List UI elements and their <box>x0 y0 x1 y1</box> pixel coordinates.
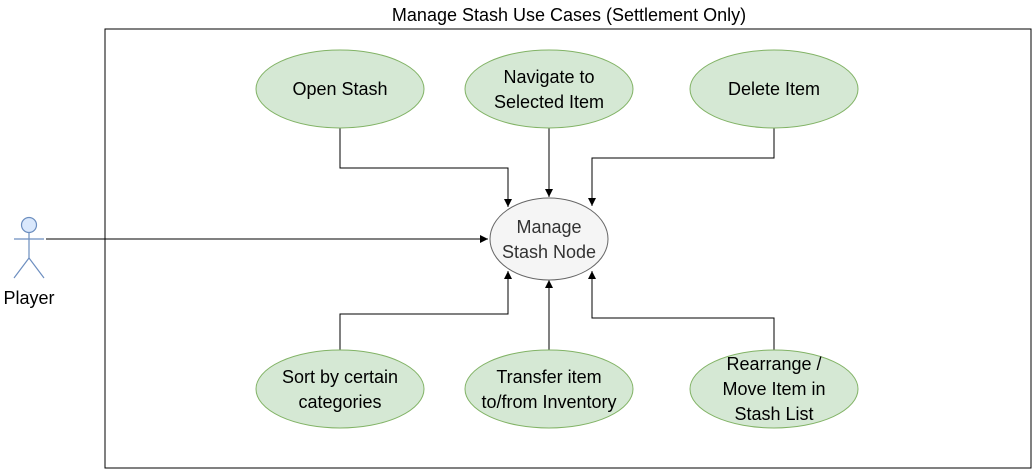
center-line-1: Manage <box>516 217 581 237</box>
use-case-ellipse <box>255 349 425 429</box>
connector-delete-item-to-center <box>588 128 775 206</box>
use-case-sort-by-categories: Sort by certain categories <box>255 349 425 429</box>
use-case-label: Open Stash <box>292 79 387 99</box>
center-ellipse <box>489 197 609 281</box>
use-case-transfer-item: Transfer item to/from Inventory <box>464 349 634 429</box>
use-case-rearrange-move-item: Rearrange / Move Item in Stash List <box>689 349 859 429</box>
diagram-title: Manage Stash Use Cases (Settlement Only) <box>392 5 746 25</box>
use-case-ellipse <box>689 349 859 429</box>
connector-open-stash-to-center <box>339 128 512 207</box>
use-case-label: Transfer item <box>496 367 601 387</box>
use-case-label: categories <box>298 392 381 412</box>
connector-rearrange-to-center <box>588 271 775 350</box>
center-line-2: Stash Node <box>502 242 596 262</box>
use-case-ellipse <box>464 49 634 129</box>
connectors <box>46 128 775 350</box>
use-case-label: Selected Item <box>494 92 604 112</box>
connector-sort-to-center <box>339 271 512 350</box>
use-case-label: Delete Item <box>728 79 820 99</box>
use-case-label: Navigate to <box>503 67 594 87</box>
use-case-label: to/from Inventory <box>481 392 616 412</box>
system-boundary <box>104 28 1032 469</box>
use-case-navigate-to-selected-item: Navigate to Selected Item <box>464 49 634 129</box>
stick-figure-icon <box>13 216 45 279</box>
use-case-label: Sort by certain <box>282 367 398 387</box>
use-case-open-stash: Open Stash <box>255 49 425 129</box>
use-case-label: Rearrange / <box>726 354 821 374</box>
use-case-manage-stash-node: Manage Stash Node <box>489 197 609 281</box>
use-case-label: Move Item in <box>722 379 825 399</box>
actor-label: Player <box>3 288 54 308</box>
use-case-ellipse <box>255 49 425 129</box>
use-case-ellipse <box>464 349 634 429</box>
use-case-ellipse <box>689 49 859 129</box>
actor-player: Player <box>3 216 55 308</box>
use-case-delete-item: Delete Item <box>689 49 859 129</box>
use-case-label: Stash List <box>734 404 813 424</box>
